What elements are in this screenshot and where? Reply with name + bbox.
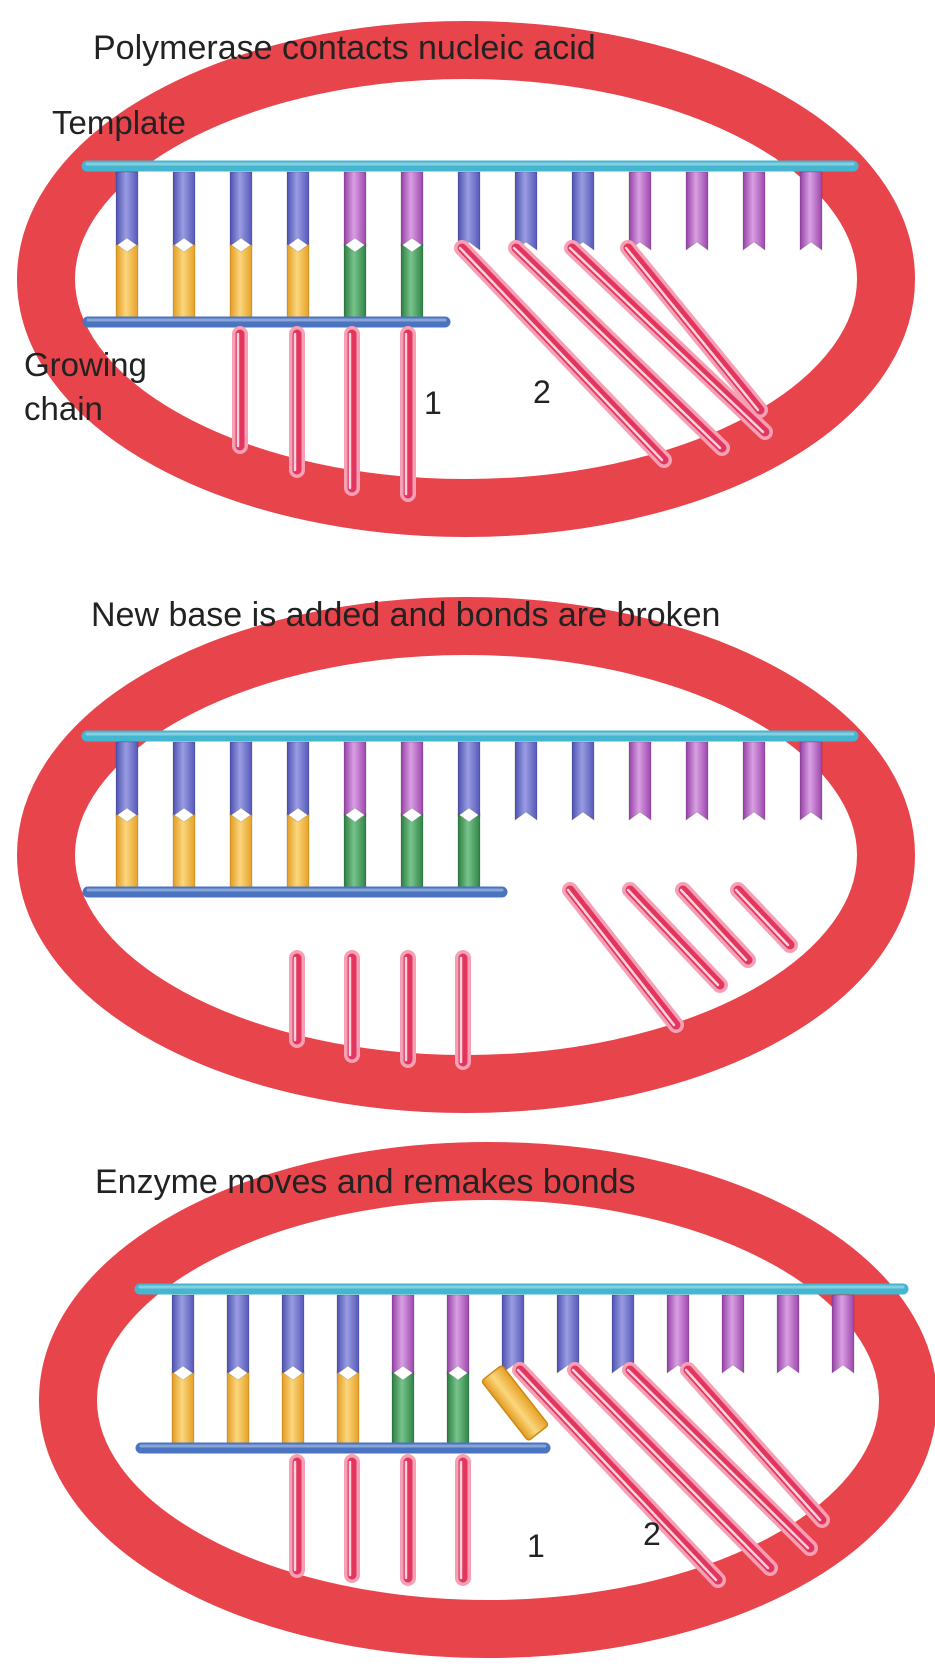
template-base-purple xyxy=(344,742,366,816)
panel-3: Enzyme moves and remakes bonds 1 2 xyxy=(68,1163,908,1629)
paired-base-orange xyxy=(230,814,252,887)
paired-base-green xyxy=(344,814,366,887)
bond-fingers xyxy=(295,1370,822,1580)
template-base-purple xyxy=(686,742,708,820)
template-base-purple xyxy=(800,172,822,250)
paired-base-orange xyxy=(116,814,138,887)
paired-base-orange xyxy=(230,244,252,317)
template-base-blue xyxy=(458,742,480,816)
site-1-label: 1 xyxy=(424,385,442,421)
paired-base-orange xyxy=(227,1372,249,1443)
paired-base-green xyxy=(447,1372,469,1443)
paired-base-orange xyxy=(337,1372,359,1443)
paired-base-green xyxy=(344,244,366,317)
template-base-purple xyxy=(447,1295,469,1374)
template-base-blue xyxy=(172,1295,194,1374)
template-base-blue xyxy=(557,1295,579,1373)
template-base-purple xyxy=(800,742,822,820)
template-base-purple xyxy=(629,742,651,820)
template-base-purple xyxy=(401,172,423,246)
template-base-blue xyxy=(227,1295,249,1374)
site-2-label: 2 xyxy=(533,374,551,410)
template-base-purple xyxy=(777,1295,799,1373)
template-base-blue xyxy=(287,172,309,246)
growing-chain-label-line2: chain xyxy=(24,390,103,427)
paired-base-orange xyxy=(173,814,195,887)
panel-3-caption: Enzyme moves and remakes bonds xyxy=(95,1163,635,1201)
template-base-purple xyxy=(667,1295,689,1373)
paired-base-green xyxy=(458,814,480,887)
paired-base-green xyxy=(401,244,423,317)
paired-base-orange xyxy=(116,244,138,317)
template-base-purple xyxy=(722,1295,744,1373)
template-base-blue xyxy=(230,742,252,816)
paired-base-green xyxy=(401,814,423,887)
template-base-blue xyxy=(287,742,309,816)
template-base-blue xyxy=(502,1295,524,1373)
template-label: Template xyxy=(52,104,186,141)
paired-base-orange xyxy=(287,814,309,887)
template-base-blue xyxy=(612,1295,634,1373)
template-strand xyxy=(87,164,853,250)
template-base-blue xyxy=(515,742,537,820)
paired-base-orange xyxy=(173,244,195,317)
template-base-blue xyxy=(572,172,594,250)
incoming-base xyxy=(481,1365,548,1441)
template-base-purple xyxy=(629,172,651,250)
template-base-purple xyxy=(743,172,765,250)
template-base-purple xyxy=(743,742,765,820)
template-base-blue xyxy=(173,172,195,246)
template-base-purple xyxy=(392,1295,414,1374)
template-base-blue xyxy=(230,172,252,246)
template-base-blue xyxy=(515,172,537,250)
growing-chain xyxy=(88,814,502,892)
template-base-blue xyxy=(337,1295,359,1374)
incoming-base-body xyxy=(481,1365,548,1441)
paired-base-orange xyxy=(172,1372,194,1443)
template-base-blue xyxy=(173,742,195,816)
template-base-purple xyxy=(686,172,708,250)
panel-1: Polymerase contacts nucleic acid Templat… xyxy=(24,29,886,508)
panel-2: New base is added and bonds are broken xyxy=(46,596,886,1084)
site-1-label: 1 xyxy=(527,1528,545,1564)
panel-1-caption: Polymerase contacts nucleic acid xyxy=(93,29,596,67)
template-base-blue xyxy=(116,172,138,246)
template-base-blue xyxy=(282,1295,304,1374)
paired-base-orange xyxy=(282,1372,304,1443)
template-base-blue xyxy=(458,172,480,250)
growing-chain-label-line1: Growing xyxy=(24,346,147,383)
template-base-blue xyxy=(572,742,594,820)
template-strand xyxy=(140,1287,903,1374)
growing-chain xyxy=(88,244,445,322)
template-base-blue xyxy=(116,742,138,816)
template-strand xyxy=(87,734,853,820)
diagonal-bond-shine xyxy=(736,890,788,945)
paired-base-green xyxy=(392,1372,414,1443)
template-base-purple xyxy=(401,742,423,816)
diagonal-bond xyxy=(738,890,790,945)
template-base-purple xyxy=(832,1295,854,1373)
paired-base-orange xyxy=(287,244,309,317)
template-base-purple xyxy=(344,172,366,246)
site-2-label: 2 xyxy=(643,1516,661,1552)
panel-2-caption: New base is added and bonds are broken xyxy=(91,596,720,634)
